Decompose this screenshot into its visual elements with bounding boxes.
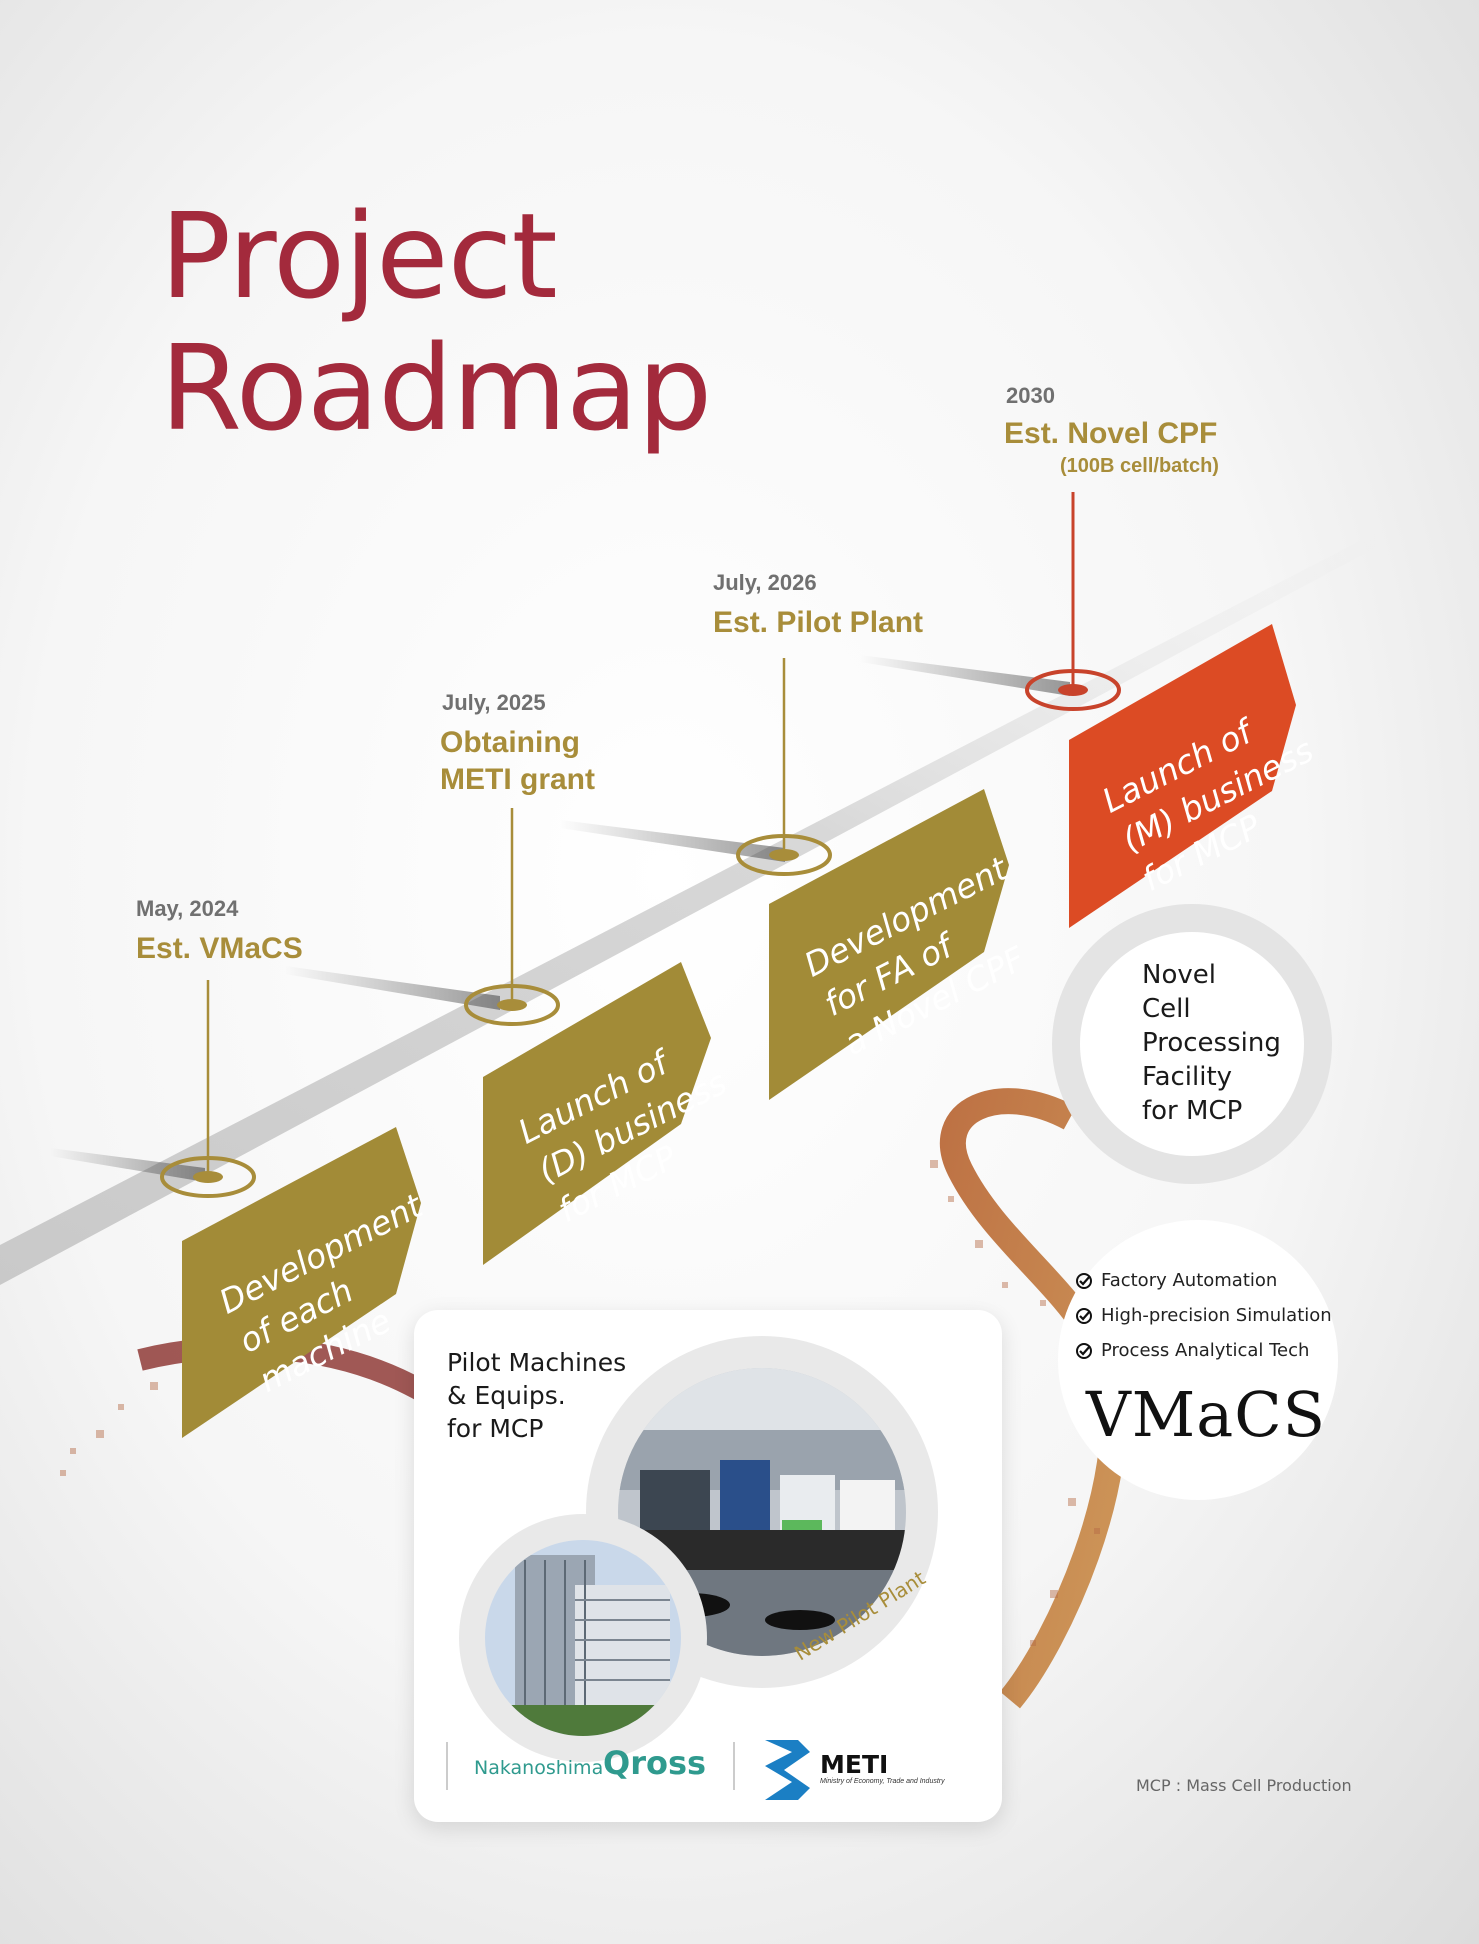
qross-logo-text: Qross: [603, 1744, 706, 1782]
footnote: MCP : Mass Cell Production: [1136, 1776, 1352, 1795]
meti-logo-text: METI: [820, 1750, 888, 1779]
pilot-card-text: Pilot Machines & Equips. for MCP: [447, 1346, 626, 1445]
meti-logo-subtext: Ministry of Economy, Trade and Industry: [820, 1778, 945, 1785]
meti-logo-icon: [765, 1740, 810, 1800]
nakanoshima-logo-text: Nakanoshima: [474, 1757, 603, 1779]
